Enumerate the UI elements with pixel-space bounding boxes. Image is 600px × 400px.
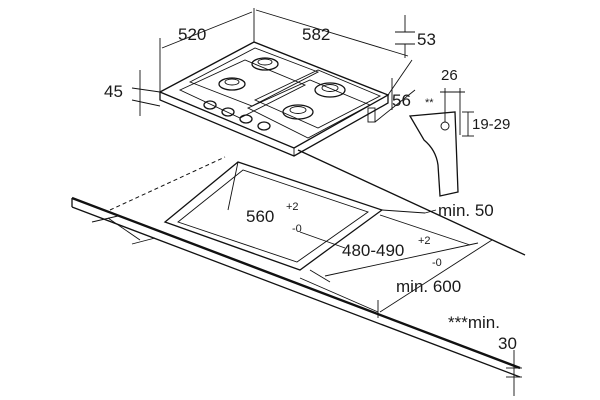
burner-front-right (282, 104, 314, 120)
dim-560: 560 +2 -0 (227, 161, 346, 249)
pan-support-rear-right (253, 69, 382, 129)
dim-53-label: 53 (417, 30, 436, 49)
bracket-note-label: ** (425, 97, 434, 109)
dim-min-600-label: min. 600 (396, 277, 461, 296)
dim-56: 56 (374, 78, 416, 123)
dim-582-label: 582 (302, 25, 330, 44)
knob-1 (203, 100, 217, 110)
clamp-bracket (408, 111, 459, 197)
cutout-inner (177, 169, 369, 263)
dim-480-490: 480-490 +2 -0 (309, 214, 479, 283)
dim-520: 520 (159, 8, 255, 92)
dim-19-29-label: 19-29 (472, 116, 510, 133)
dim-53: 53 (395, 15, 436, 58)
dim-560-tol-minus: -0 (292, 223, 302, 235)
hob (158, 41, 390, 157)
knob-2 (221, 107, 235, 117)
pan-support-front-right (246, 79, 372, 139)
clamp-screw (440, 121, 450, 131)
countertop (71, 149, 526, 378)
gas-connector (367, 107, 376, 123)
dim-480-tol-minus: -0 (432, 257, 442, 269)
dim-min-600: min. 600 (299, 239, 493, 318)
dim-56-label: 56 (392, 91, 411, 110)
front-offset-marks (91, 215, 156, 245)
dim-45: 45 (104, 70, 161, 116)
burner-front-right-cap (289, 106, 307, 114)
dim-min-30-value: 30 (498, 334, 517, 353)
pan-support-rear-left (188, 47, 320, 107)
countertop-back-edge (297, 149, 526, 256)
dim-560-label: 560 (246, 207, 274, 226)
burner-rear-left-cap (257, 58, 273, 66)
burner-front-left-cap (224, 78, 240, 86)
dim-520-label: 520 (178, 25, 206, 44)
countertop-front-edge (71, 196, 521, 370)
dim-min-30-prefix: ***min. (448, 313, 500, 332)
clamp-bracket-detail: 26 ** 19-29 (408, 67, 510, 197)
dim-min-50: min. 50 (381, 201, 494, 220)
dim-480-tol-plus: +2 (418, 235, 431, 247)
dim-45-label: 45 (104, 82, 123, 101)
dim-min-30: ***min. 30 (448, 313, 522, 396)
burner-front-left (218, 77, 246, 91)
dim-480-490-label: 480-490 (342, 241, 404, 260)
dim-560-tol-plus: +2 (286, 201, 299, 213)
pan-support-front-left (178, 59, 307, 119)
countertop-hidden-edge (109, 156, 226, 211)
dim-min-50-label: min. 50 (438, 201, 494, 220)
knob-4 (257, 121, 271, 131)
burner-rear-left (251, 57, 279, 71)
hob-plate-edge (159, 92, 389, 157)
knob-3 (239, 114, 253, 124)
dim-26-label: 26 (441, 67, 458, 84)
countertop-front-bottom (71, 206, 521, 378)
control-knobs (203, 100, 271, 131)
burner-rear-right (314, 82, 346, 98)
burner-rear-right-cap (321, 84, 339, 92)
